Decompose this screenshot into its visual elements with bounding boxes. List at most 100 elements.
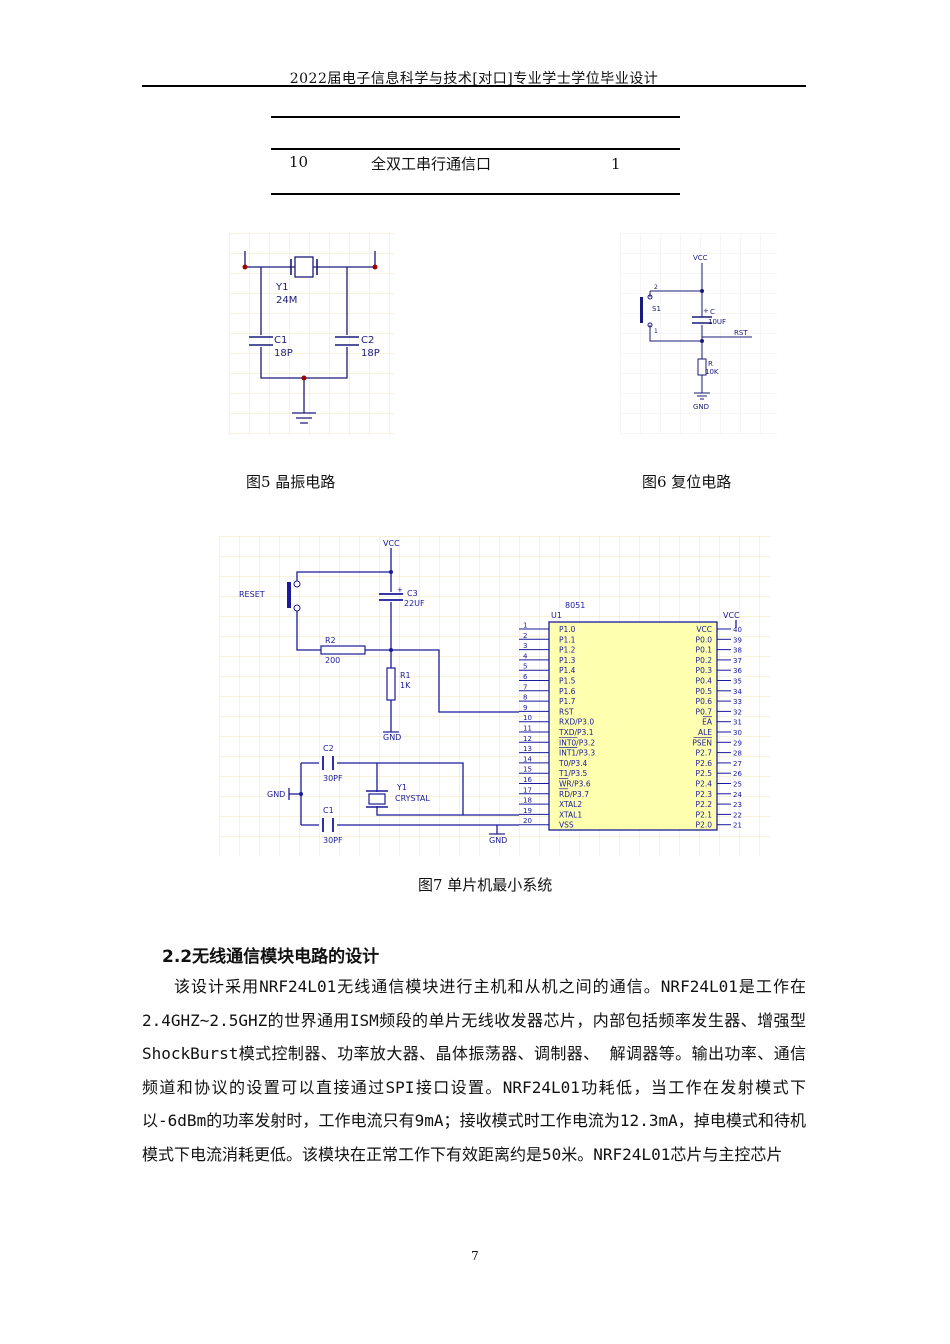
pin-number-right: 22: [733, 811, 742, 819]
pin-name-right: P0.7: [696, 707, 713, 716]
pin-name-right: P0.1: [696, 646, 713, 655]
pin-number-left: 20: [523, 817, 532, 825]
label-c2-value: 18P: [361, 348, 380, 359]
label-plus: +: [397, 586, 403, 594]
label-c1-value: 18P: [274, 348, 293, 359]
page-header: 2022届电子信息科学与技术[对口]专业学士学位毕业设计: [289, 71, 659, 87]
label-rst: RST: [734, 329, 748, 337]
label-gnd-bottom: GND: [489, 836, 507, 845]
pin-name-right: VCC: [696, 625, 712, 634]
pin-number-right: 40: [733, 626, 742, 634]
table-rule-bottom: [271, 193, 680, 195]
pin-number-left: 15: [523, 766, 532, 774]
junction-dot: [389, 570, 393, 574]
pin-number-right: 32: [733, 708, 742, 716]
pin-number-left: 4: [523, 652, 528, 660]
label-gnd: GND: [693, 403, 709, 411]
label-c: C: [710, 308, 715, 316]
pin-name-right: P0.6: [696, 697, 713, 706]
label-pin-1: 1: [654, 328, 658, 335]
pin-number-right: 35: [733, 678, 742, 686]
pin-number-right: 29: [733, 739, 742, 747]
junction-dot: [242, 264, 248, 270]
figure-crystal-circuit: Y1 24M C1 18P C2 18P: [229, 233, 394, 435]
pin-number-left: 5: [523, 663, 527, 671]
pin-number-right: 36: [733, 667, 742, 675]
label-c1-value: 30PF: [323, 836, 343, 845]
label-gnd-left: GND: [267, 790, 285, 799]
pin-name-left: WR/P3.6: [559, 780, 591, 789]
pin-number-right: 30: [733, 729, 742, 737]
pin-number-left: 13: [523, 745, 532, 753]
label-vcc-right: VCC: [723, 611, 740, 620]
pin-name-left: P1.5: [559, 677, 576, 686]
label-c2: C2: [323, 744, 334, 753]
pin-number-left: 6: [523, 673, 528, 681]
pin-name-left: RD/P3.7: [559, 790, 589, 799]
pin-name-left: RST: [559, 707, 574, 716]
pin-name-left: INT1/P3.3: [559, 749, 595, 758]
pin-number-left: 1: [523, 622, 527, 630]
pin-number-left: 18: [523, 797, 532, 805]
pin-name-right: P2.6: [696, 759, 713, 768]
header-rule: [142, 85, 806, 87]
label-c3-value: 22UF: [404, 599, 425, 608]
pin-number-left: 9: [523, 704, 527, 712]
pin-name-left: P1.4: [559, 666, 576, 675]
section-title: 2.2无线通信模块电路的设计: [162, 947, 380, 967]
figure-reset-circuit: VCC S1 2 1 + C 10UF RST R 10K GND: [620, 233, 777, 435]
label-pin-2: 2: [654, 284, 658, 291]
label-y1-value: CRYSTAL: [395, 794, 430, 803]
label-u1: U1: [551, 611, 562, 620]
label-r2: R2: [325, 636, 336, 645]
body-paragraph: 该设计采用NRF24L01无线通信模块进行主机和从机之间的通信。NRF24L01…: [142, 977, 806, 1164]
label-c-value: 10UF: [708, 318, 726, 326]
pin-name-left: VSS: [559, 821, 574, 830]
pin-number-right: 31: [733, 719, 742, 727]
junction-dot: [700, 289, 704, 293]
label-c2-value: 30PF: [323, 774, 343, 783]
label-chip-8051: 8051: [565, 601, 585, 610]
pin-name-right: P2.4: [696, 780, 713, 789]
pin-number-right: 24: [733, 791, 742, 799]
pin-number-left: 11: [523, 725, 532, 733]
table-cell-name: 全双工串行通信口: [371, 155, 492, 173]
pin-number-right: 39: [733, 636, 742, 644]
label-r1: R1: [400, 671, 411, 680]
pin-number-left: 14: [523, 755, 532, 763]
pin-name-right: P0.5: [696, 687, 713, 696]
pin-number-right: 28: [733, 750, 742, 758]
pin-name-right: P2.2: [696, 800, 713, 809]
pin-name-left: RXD/P3.0: [559, 718, 594, 727]
pin-number-right: 23: [733, 801, 742, 809]
label-reset: RESET: [239, 590, 265, 599]
pin-name-right: P0.0: [696, 635, 713, 644]
table-rule-top: [271, 116, 680, 118]
pin-number-left: 8: [523, 694, 527, 702]
pin-name-right: P0.2: [696, 656, 713, 665]
pin-name-left: TXD/P3.1: [558, 728, 594, 737]
pin-number-right: 37: [733, 657, 742, 665]
section-body: 该设计采用NRF24L01无线通信模块进行主机和从机之间的通信。NRF24L01…: [142, 970, 806, 1171]
pin-name-right: PSEN: [692, 738, 712, 747]
pin-number-left: 17: [523, 786, 532, 794]
junction-dot: [301, 375, 307, 381]
pin-name-left: T0/P3.4: [558, 759, 588, 768]
pin-name-left: XTAL1: [559, 810, 582, 819]
pin-name-right: P2.0: [696, 821, 713, 830]
pin-name-left: P1.2: [559, 646, 576, 655]
caption-figure-5: 图5 晶振电路: [246, 473, 336, 491]
pin-number-left: 12: [523, 735, 532, 743]
label-gnd-r1: GND: [383, 733, 401, 742]
pin-number-left: 2: [523, 632, 527, 640]
pin-name-left: P1.0: [559, 625, 576, 634]
pin-number-right: 26: [733, 770, 742, 778]
label-s1: S1: [652, 305, 661, 313]
label-r-value: 10K: [705, 368, 719, 376]
label-c2: C2: [361, 335, 374, 346]
pin-name-right: P2.7: [696, 749, 713, 758]
pin-name-right: P2.5: [696, 769, 713, 778]
pin-number-right: 38: [733, 647, 742, 655]
chip-8051-body: [548, 621, 718, 831]
